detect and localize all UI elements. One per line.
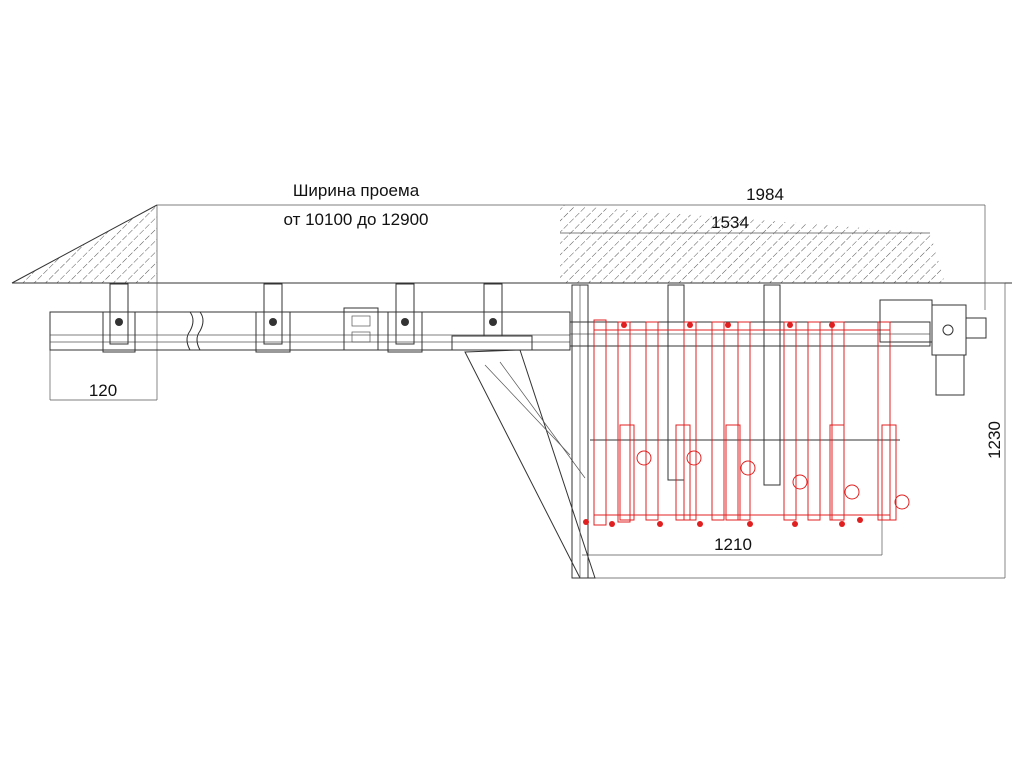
guide-rail: [49, 311, 931, 351]
opening-title-line2: от 10100 до 12900: [284, 210, 429, 229]
dim-label-1230: 1230: [985, 421, 1004, 459]
drive-motor: [879, 299, 987, 396]
opening-title-line1: Ширина проема: [293, 181, 420, 200]
bracket-4: [387, 283, 423, 353]
ground-hatch-left: [11, 204, 158, 284]
dim-label-1210: 1210: [714, 535, 752, 554]
folding-panels: [583, 319, 910, 527]
post-mid-2: [763, 284, 781, 486]
dim-label-1984: 1984: [746, 185, 784, 204]
diagonal-strut: [464, 349, 596, 579]
dim-label-120: 120: [89, 381, 117, 400]
dimension-opening-width: [156, 204, 560, 400]
dim-label-1534: 1534: [711, 213, 749, 232]
bracket-2: [255, 283, 291, 353]
bracket-5: [451, 283, 533, 351]
dimension-1984: [560, 204, 986, 310]
dimension-1230: [590, 282, 1006, 579]
ground-hatch-right: [560, 205, 945, 283]
bracket-1: [102, 283, 136, 353]
bracket-3: [343, 307, 379, 351]
dimension-1210: [582, 520, 883, 556]
post-left: [571, 284, 589, 579]
